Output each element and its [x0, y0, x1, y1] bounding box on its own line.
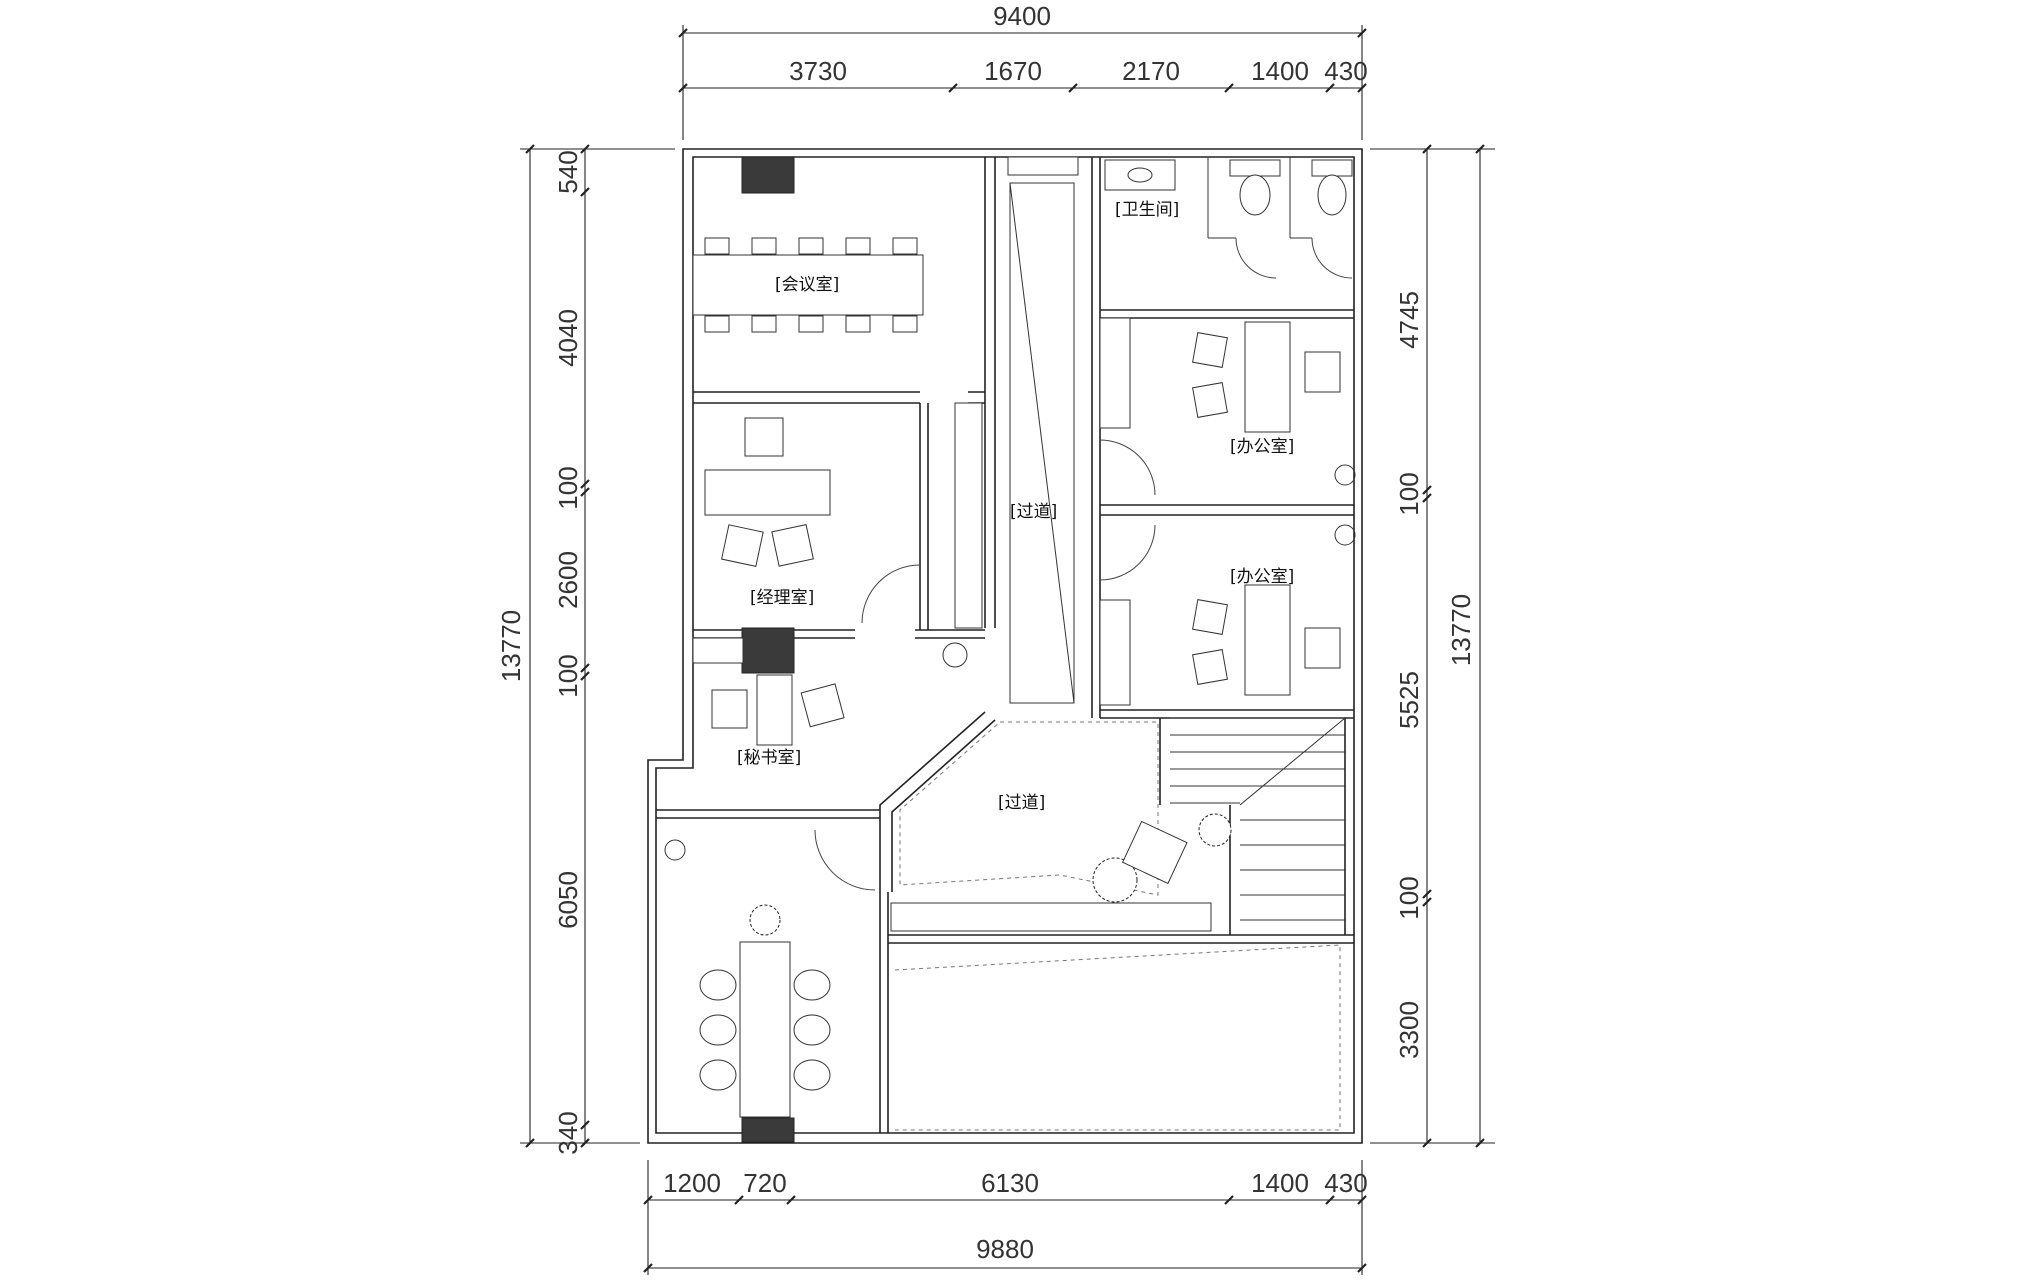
dim-bottom-seg-4: 1400	[1251, 1168, 1309, 1198]
dim-right-seg-5: 3300	[1394, 1001, 1424, 1059]
label-restroom: [卫生间]	[1115, 200, 1179, 220]
dim-bottom-seg-3: 6130	[981, 1168, 1039, 1198]
outer-walls	[647, 148, 1363, 1144]
secretary-room-furniture	[711, 642, 968, 746]
dim-top-total: 9400	[993, 1, 1051, 31]
office-2-furniture	[1099, 524, 1356, 696]
label-corridor-2: [过道]	[998, 793, 1045, 813]
corridor-1-furniture	[1007, 156, 1079, 704]
corridor-2-features	[899, 721, 1232, 903]
dim-bottom-seg-5: 430	[1324, 1168, 1367, 1198]
dim-top-seg-3: 2170	[1122, 56, 1180, 86]
label-secretary-room: [秘书室]	[737, 748, 801, 768]
dim-left-seg-1: 540	[553, 150, 583, 193]
top-dimensions: 9400 3730 1670 2170 1400 430	[678, 1, 1368, 140]
dim-right-total: 13770	[1446, 594, 1476, 666]
meeting-table-group	[692, 237, 924, 333]
dim-left-seg-3: 100	[553, 466, 583, 509]
dim-top-seg-1: 3730	[789, 56, 847, 86]
lower-left-room-furniture	[664, 829, 876, 1118]
label-meeting-room: [会议室]	[775, 275, 839, 295]
dim-bottom-seg-2: 720	[743, 1168, 786, 1198]
staircase	[1170, 717, 1346, 921]
label-office-1: [办公室]	[1230, 437, 1294, 457]
storage-cabinets	[692, 317, 1212, 932]
restroom-fixtures	[1104, 159, 1353, 279]
dim-top-seg-5: 430	[1324, 56, 1367, 86]
lower-right-area	[894, 944, 1341, 1131]
room-labels: [会议室] [卫生间] [办公室] [办公室] [经理室] [过道] [秘书室]…	[737, 200, 1294, 813]
right-dimensions: 4745 100 5525 100 3300 13770	[1370, 144, 1495, 1148]
dim-left-total: 13770	[496, 610, 526, 682]
dim-top-seg-2: 1670	[984, 56, 1042, 86]
label-manager-office: [经理室]	[750, 588, 814, 608]
dim-top-seg-4: 1400	[1251, 56, 1309, 86]
dim-right-seg-3: 5525	[1394, 671, 1424, 729]
dim-left-seg-6: 6050	[553, 871, 583, 929]
dim-left-seg-2: 4040	[553, 309, 583, 367]
bottom-dimensions: 1200 720 6130 1400 430 9880	[643, 1160, 1368, 1275]
manager-office-furniture	[704, 417, 921, 624]
dim-left-seg-5: 100	[553, 654, 583, 697]
columns	[741, 156, 795, 1143]
label-corridor-1: [过道]	[1010, 502, 1057, 522]
office-1-furniture	[1099, 321, 1356, 496]
dim-bottom-seg-1: 1200	[663, 1168, 721, 1198]
dim-left-seg-7: 340	[553, 1111, 583, 1154]
left-dimensions: 13770 540 4040 100 2600 100 6050 340	[496, 144, 675, 1155]
label-office-2: [办公室]	[1230, 567, 1294, 587]
dim-right-seg-2: 100	[1394, 472, 1424, 515]
dim-right-seg-1: 4745	[1394, 291, 1424, 349]
dim-left-seg-4: 2600	[553, 551, 583, 609]
dim-bottom-total: 9880	[976, 1234, 1034, 1264]
dim-right-seg-4: 100	[1394, 876, 1424, 919]
